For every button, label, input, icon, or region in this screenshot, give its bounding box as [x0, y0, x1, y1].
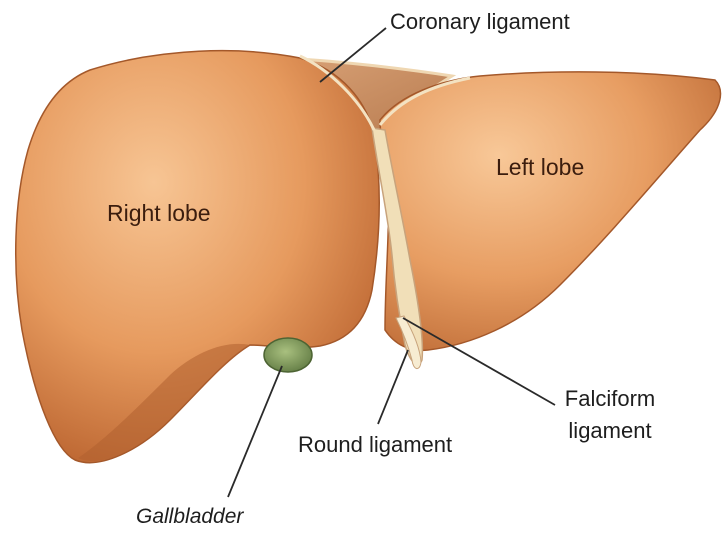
coronary-ligament-label: Coronary ligament	[390, 9, 570, 35]
gallbladder-label: Gallbladder	[136, 504, 243, 530]
gallbladder-leader	[228, 366, 282, 497]
round-ligament-leader	[378, 350, 408, 424]
right-lobe-shape	[16, 51, 380, 463]
left-lobe-label: Left lobe	[496, 154, 584, 180]
gallbladder-shape	[264, 338, 312, 372]
right-lobe-label: Right lobe	[107, 200, 211, 226]
falciform-ligament-label-line1: Falciform	[555, 386, 665, 412]
round-ligament-label: Round ligament	[298, 432, 452, 458]
left-lobe-shape	[380, 72, 720, 350]
falciform-ligament-label-line2: ligament	[555, 418, 665, 444]
